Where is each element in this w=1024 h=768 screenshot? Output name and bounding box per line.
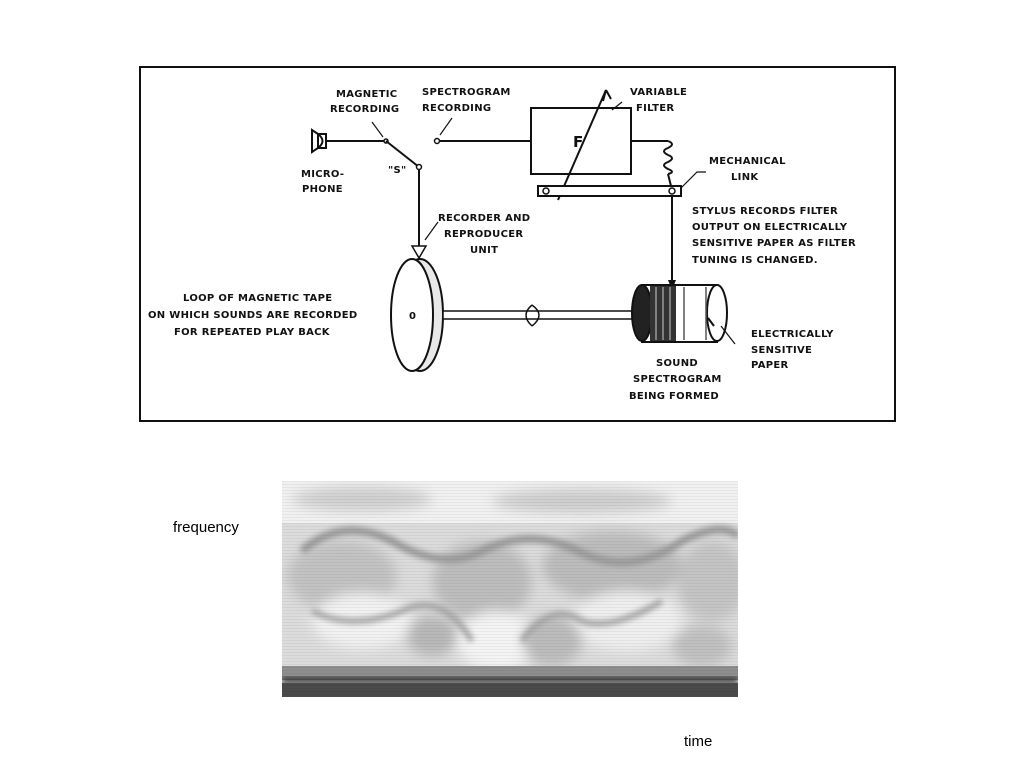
svg-text:REPRODUCER: REPRODUCER: [444, 229, 523, 240]
variable-filter-box: [530, 107, 632, 175]
svg-text:UNIT: UNIT: [470, 245, 498, 256]
svg-text:LINK: LINK: [731, 172, 759, 183]
label-variable-filter: VARIABLE FILTER: [630, 87, 687, 114]
label-tape-loop: LOOP OF MAGNETIC TAPE ON WHICH SOUNDS AR…: [148, 293, 358, 338]
svg-text:ON WHICH SOUNDS ARE RECORDED: ON WHICH SOUNDS ARE RECORDED: [148, 310, 358, 321]
recorder-head-icon: [410, 245, 428, 260]
svg-text:SENSITIVE PAPER AS FILTER: SENSITIVE PAPER AS FILTER: [692, 238, 856, 249]
time-axis-label: time: [684, 733, 713, 750]
svg-text:RECORDING: RECORDING: [330, 104, 399, 115]
drive-shaft: [442, 310, 640, 320]
spectrogram-drum: [631, 284, 728, 343]
svg-text:RECORDING: RECORDING: [422, 103, 491, 114]
svg-text:VARIABLE: VARIABLE: [630, 87, 687, 98]
svg-text:STYLUS RECORDS FILTER: STYLUS RECORDS FILTER: [692, 206, 838, 217]
svg-text:SOUND: SOUND: [656, 358, 698, 369]
arrow-up-icon: [602, 89, 612, 102]
svg-text:BEING FORMED: BEING FORMED: [629, 391, 719, 402]
svg-text:OUTPUT ON ELECTRICALLY: OUTPUT ON ELECTRICALLY: [692, 222, 848, 233]
svg-text:MECHANICAL: MECHANICAL: [709, 156, 786, 167]
svg-text:FOR REPEATED PLAY BACK: FOR REPEATED PLAY BACK: [174, 327, 331, 338]
label-microphone: MICRO- PHONE: [301, 169, 344, 195]
label-switch: "S": [388, 165, 407, 176]
mechanical-link-bar: [537, 185, 682, 197]
svg-text:FILTER: FILTER: [636, 103, 674, 114]
rotation-arrow-icon: [525, 304, 540, 327]
label-magnetic-recording: MAGNETIC RECORDING: [330, 89, 399, 115]
label-mechanical-link: MECHANICAL LINK: [709, 156, 786, 183]
tape-loop-disk: [390, 258, 444, 372]
coil-icon: [663, 140, 673, 175]
svg-text:SPECTROGRAM: SPECTROGRAM: [422, 87, 511, 98]
svg-text:SPECTROGRAM: SPECTROGRAM: [633, 374, 722, 385]
diagram-frame: [139, 66, 896, 422]
svg-text:MICRO-: MICRO-: [301, 169, 344, 180]
spectrogram-image: [282, 481, 738, 697]
frequency-axis-label: frequency: [173, 519, 239, 536]
switch-s: [371, 117, 453, 171]
svg-text:PAPER: PAPER: [751, 360, 789, 371]
label-recorder-unit: RECORDER AND REPRODUCER UNIT: [438, 213, 530, 256]
label-stylus-note: STYLUS RECORDS FILTER OUTPUT ON ELECTRIC…: [692, 206, 856, 266]
svg-text:ELECTRICALLY: ELECTRICALLY: [751, 329, 834, 340]
svg-text:LOOP OF MAGNETIC TAPE: LOOP OF MAGNETIC TAPE: [183, 293, 332, 304]
filter-symbol: F: [573, 133, 584, 151]
svg-text:TUNING IS CHANGED.: TUNING IS CHANGED.: [692, 255, 818, 266]
svg-text:SENSITIVE: SENSITIVE: [751, 345, 812, 356]
svg-text:MAGNETIC: MAGNETIC: [336, 89, 397, 100]
label-spectrogram-recording: SPECTROGRAM RECORDING: [422, 87, 511, 114]
svg-text:RECORDER AND: RECORDER AND: [438, 213, 530, 224]
disk-mark: 0: [409, 311, 416, 322]
spectrograph-schematic: F 0 MAGNETIC RECORDING SPECTROGRAM: [139, 66, 896, 422]
label-spectrogram-forming: SOUND SPECTROGRAM BEING FORMED: [629, 358, 722, 402]
svg-text:PHONE: PHONE: [302, 184, 343, 195]
label-sensitive-paper: ELECTRICALLY SENSITIVE PAPER: [751, 329, 834, 371]
